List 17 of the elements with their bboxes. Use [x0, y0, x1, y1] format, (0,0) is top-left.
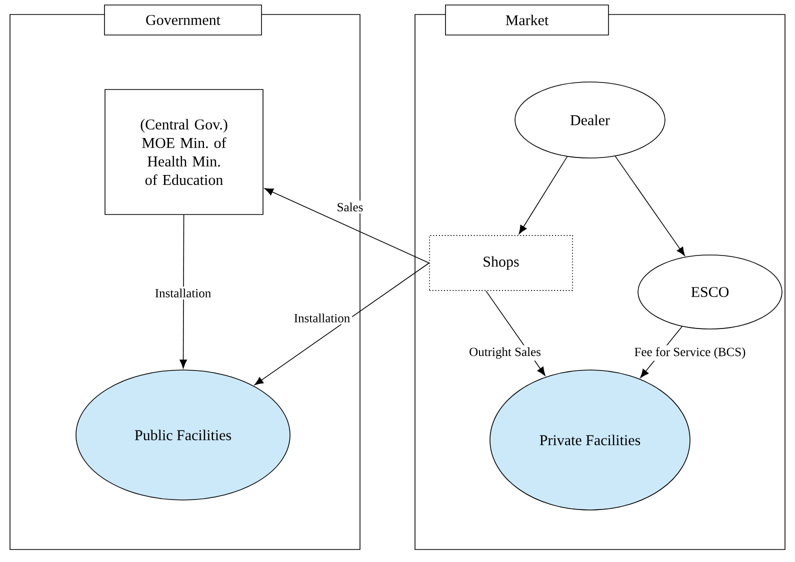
edge-label: Installation — [292, 312, 352, 324]
edge-label: Sales — [334, 200, 366, 214]
edge-label: Fee for Service (BCS) — [632, 345, 748, 361]
arrow — [486, 290, 546, 376]
ellipse-node: ESCO — [638, 254, 782, 330]
edge-label: Outright Sales — [467, 345, 543, 361]
edge-label: Installation — [152, 286, 214, 300]
arrow — [254, 262, 430, 386]
shop-box: Shops — [429, 235, 573, 291]
arrow — [518, 156, 568, 234]
ellipse-node: Public Facilities — [76, 370, 290, 500]
arrow — [614, 156, 685, 256]
arrow — [180, 214, 187, 368]
arrow — [264, 188, 430, 264]
agency-box: (Central Gov.) MOE Min. of Health Min. of Education — [104, 89, 264, 215]
ellipse-node: Dealer — [514, 82, 666, 158]
ellipse-node: Private Facilities — [490, 370, 690, 510]
